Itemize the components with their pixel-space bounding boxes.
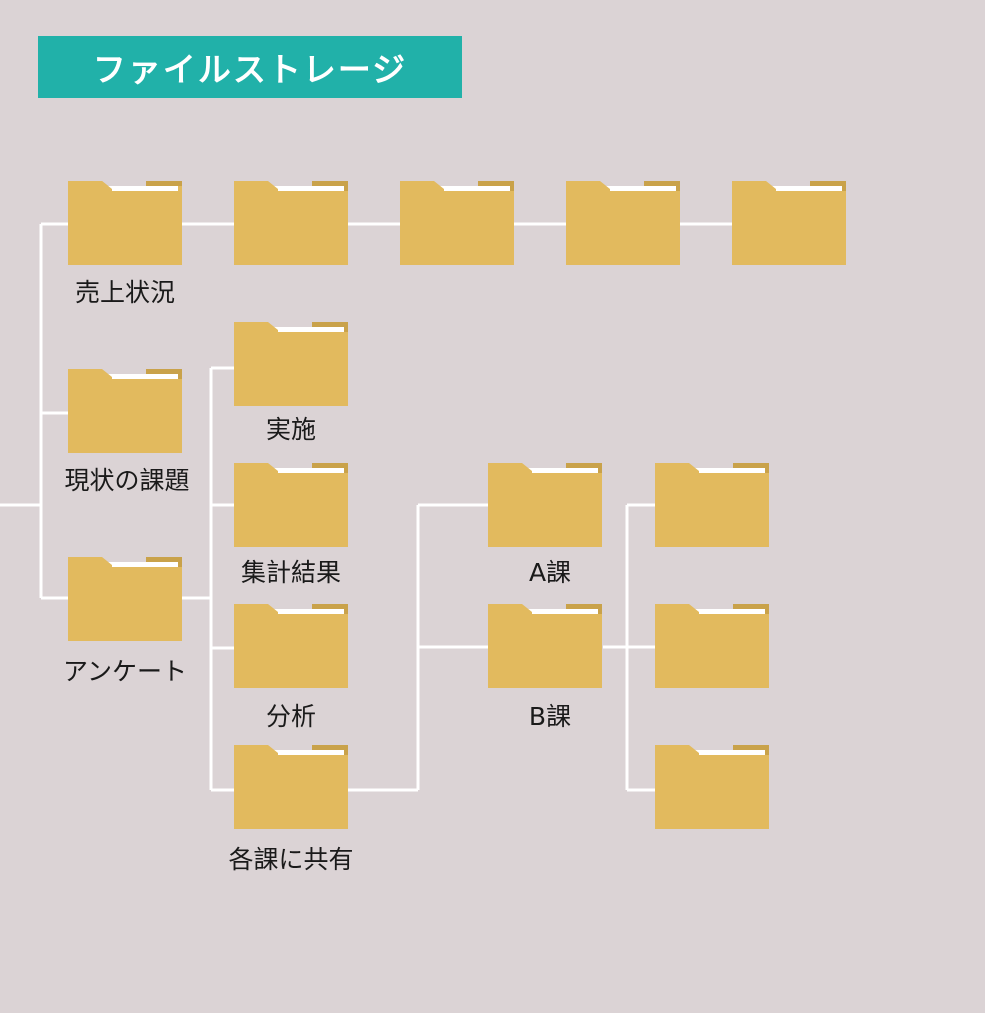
folder-sales-child-3[interactable] bbox=[566, 181, 680, 265]
folder-icon bbox=[566, 181, 680, 265]
folder-icon bbox=[234, 463, 348, 547]
folder-label-implementation: 実施 bbox=[265, 415, 316, 444]
folder-label-tally-results: 集計結果 bbox=[240, 558, 341, 587]
folder-icon bbox=[655, 463, 769, 547]
folder-icon bbox=[655, 745, 769, 829]
folder-label-survey: アンケート bbox=[62, 657, 187, 686]
folder-icon bbox=[488, 604, 602, 688]
folder-icon bbox=[234, 322, 348, 406]
folder-sales-child-2[interactable] bbox=[400, 181, 514, 265]
folder-icon bbox=[732, 181, 846, 265]
folder-section-b[interactable] bbox=[488, 604, 602, 688]
folder-label-sales: 売上状況 bbox=[74, 278, 175, 307]
folder-issues[interactable] bbox=[68, 369, 182, 453]
folder-sales-child-4[interactable] bbox=[732, 181, 846, 265]
folder-icon bbox=[400, 181, 514, 265]
folder-section-b-child-1[interactable] bbox=[655, 463, 769, 547]
folder-shared-with-sections[interactable] bbox=[234, 745, 348, 829]
folder-icon bbox=[68, 557, 182, 641]
folder-icon bbox=[68, 369, 182, 453]
folder-label-section-b: B課 bbox=[528, 702, 572, 731]
folder-label-shared-with-sections: 各課に共有 bbox=[228, 845, 354, 874]
folder-icon bbox=[234, 604, 348, 688]
folder-icon bbox=[234, 181, 348, 265]
folder-section-b-child-3[interactable] bbox=[655, 745, 769, 829]
folder-tally-results[interactable] bbox=[234, 463, 348, 547]
folder-sales[interactable] bbox=[68, 181, 182, 265]
folder-icon bbox=[488, 463, 602, 547]
folder-section-b-child-2[interactable] bbox=[655, 604, 769, 688]
folder-sales-child-1[interactable] bbox=[234, 181, 348, 265]
folder-label-section-a: A課 bbox=[528, 558, 572, 587]
folder-icon bbox=[655, 604, 769, 688]
folder-icon bbox=[234, 745, 348, 829]
page-title: ファイルストレージ bbox=[38, 36, 462, 98]
folder-implementation[interactable] bbox=[234, 322, 348, 406]
folder-section-a[interactable] bbox=[488, 463, 602, 547]
folder-analysis[interactable] bbox=[234, 604, 348, 688]
folder-label-issues: 現状の課題 bbox=[64, 466, 190, 495]
folder-label-analysis: 分析 bbox=[265, 702, 316, 731]
folder-survey[interactable] bbox=[68, 557, 182, 641]
folder-icon bbox=[68, 181, 182, 265]
